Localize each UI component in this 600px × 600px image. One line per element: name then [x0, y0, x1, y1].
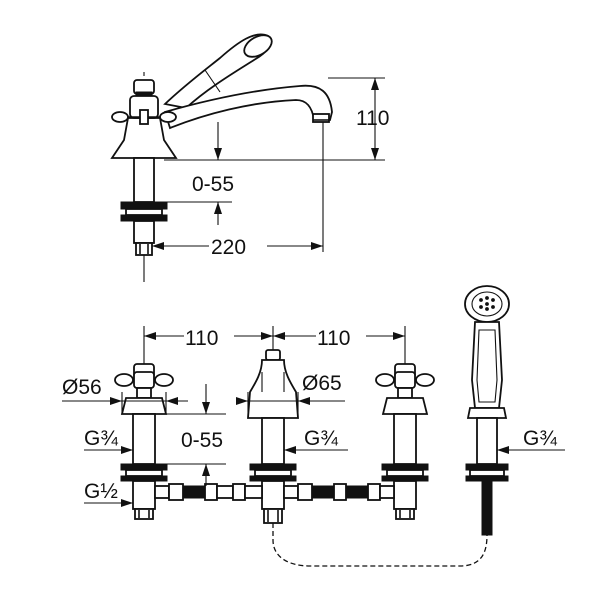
- left-valve: [114, 363, 174, 520]
- thread-center-dimension: G¾: [284, 427, 348, 454]
- thread-left-label: G¾: [84, 427, 118, 450]
- reach-label: 220: [211, 236, 246, 259]
- connection-label: G½: [84, 480, 118, 503]
- spout-side-view: [110, 33, 333, 282]
- thread-center-label: G¾: [304, 427, 338, 450]
- height-label: 110: [356, 107, 389, 130]
- thread-right-dimension: G¾: [497, 427, 565, 454]
- connection-dimension: G½: [84, 480, 133, 507]
- rosette-left-label: Ø56: [62, 376, 102, 399]
- adjust-dimension-front: 0-55: [166, 384, 226, 486]
- spacing-left-label: 110: [185, 327, 218, 350]
- rosette-center-dimension: Ø65: [236, 372, 345, 418]
- thread-left-dimension: G¾: [84, 427, 133, 454]
- right-valve: [375, 363, 435, 520]
- center-spout-body: [247, 349, 299, 524]
- reach-dimension: 220: [152, 122, 324, 259]
- hand-shower: [464, 285, 510, 536]
- rosette-left-dimension: Ø56: [62, 376, 188, 414]
- adjust-dimension-top: 0-55: [164, 122, 234, 225]
- adjust-label-front: 0-55: [181, 429, 223, 452]
- shower-hose: [272, 523, 488, 567]
- rosette-center-label: Ø65: [302, 372, 342, 395]
- connection-hoses: [154, 483, 395, 501]
- adjust-label-top: 0-55: [192, 173, 234, 196]
- spacing-right-label: 110: [317, 327, 350, 350]
- spacing-dimensions: 110 110: [143, 324, 406, 372]
- thread-right-label: G¾: [523, 427, 557, 450]
